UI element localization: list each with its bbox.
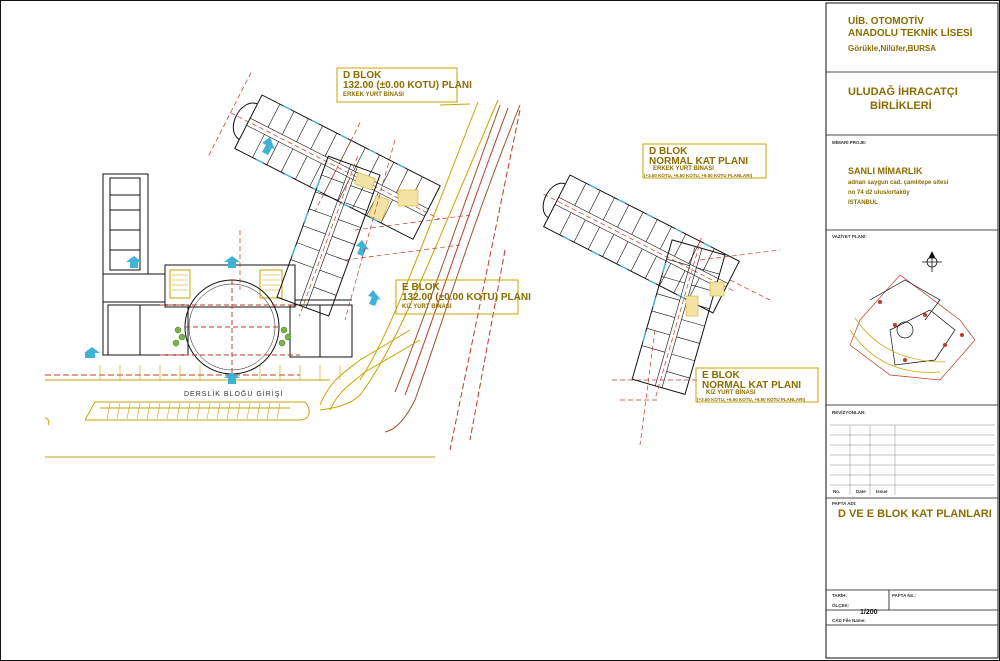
d-normal-subtitle: NORMAL KAT PLANI (649, 156, 749, 167)
e-ground-subtitle: 132.00 (±0.00 KOTU) PLANI (402, 292, 531, 303)
e-block-normal-plan (631, 237, 726, 397)
parking-stalls (99, 365, 341, 420)
e-ground-title: E BLOK (402, 282, 440, 293)
revision-table (830, 424, 995, 495)
sheet-name-label: PAFTA ADI: (832, 501, 857, 506)
d-ground-title: D BLOK (343, 70, 382, 81)
trees (172, 326, 292, 347)
core-stairs-normal (685, 281, 725, 317)
cad-file-label: CAD File Name: (832, 618, 866, 623)
e-normal-levels: (+3.50 KOTU, +6.50 KOTU, +9.50 KOTU PLAN… (697, 397, 806, 402)
grid-lines (239, 139, 471, 321)
client-name-line1: ULUDAĞ İHRACATÇI (848, 86, 958, 98)
d-ground-building: ERKEK YURT BİNASI (343, 92, 404, 98)
core-stairs-ground (368, 189, 419, 222)
revision-col-issue: Issue (876, 489, 888, 494)
date-label: TARİH: (832, 593, 847, 598)
staircases (172, 274, 280, 291)
grid-lines-right (612, 249, 781, 446)
architect-address-1: adnan saygun cad. çamlıtepe sitesi (848, 180, 949, 186)
site-plan-label: VAZİYET PLANI: (832, 234, 867, 239)
architect-name: SANLI MİMARLIK (848, 166, 923, 176)
school-location: Görükle,Nilüfer,BURSA (848, 44, 937, 53)
north-arrow-icon (922, 251, 942, 272)
site-plan-markers (878, 300, 964, 362)
conference-hall (160, 279, 300, 375)
e-normal-title: E BLOK (702, 370, 740, 381)
d-ground-subtitle: 132.00 (±0.00 KOTU) PLANI (343, 80, 472, 91)
architect-label: MİMARİ PROJE: (832, 140, 867, 145)
school-name-line2: ANADOLU TEKNİK LİSESİ (848, 28, 973, 39)
d-normal-levels: (+3.50 KOTU, +6.50 KOTU, +9.50 KOTU PLAN… (644, 173, 753, 178)
revision-col-date: Date (856, 489, 866, 494)
scale-label: ÖLÇEK: (832, 603, 850, 608)
classroom-block (102, 173, 353, 358)
sheet-name: D VE E BLOK KAT PLANLARI (838, 508, 992, 520)
e-normal-subtitle: NORMAL KAT PLANI (702, 380, 802, 391)
scale-value: 1/200 (860, 609, 878, 616)
e-ground-building: KIZ YURT BİNASI (402, 304, 452, 310)
road-lines (44, 99, 521, 458)
revision-col-no: No. (833, 489, 841, 494)
entrance-label: DERSLİK BLOĞU GİRİŞİ (184, 391, 284, 398)
e-normal-building: KIZ YURT BİNASI (706, 390, 756, 396)
title-block-lines (826, 71, 998, 626)
revisions-label: REVİZYONLAR: (832, 410, 866, 415)
site-plan-thumbnail (849, 274, 976, 381)
d-block-ground-plan (207, 72, 441, 240)
label-frames (336, 67, 819, 403)
architect-address-2: no 74 d2 ulus/ortaköy (848, 190, 910, 196)
d-normal-building: ERKEK YURT BİNASI (653, 166, 714, 172)
entry-arrows (84, 137, 381, 384)
school-name-line1: UİB. OTOMOTİV (848, 16, 924, 27)
e-block-ground-plan (276, 155, 381, 317)
architect-city: ISTANBUL (848, 200, 878, 206)
d-normal-title: D BLOK (649, 146, 688, 157)
client-name-line2: BİRLİKLERİ (870, 100, 932, 112)
sheet-no-label: PAFTA No.: (892, 593, 917, 598)
